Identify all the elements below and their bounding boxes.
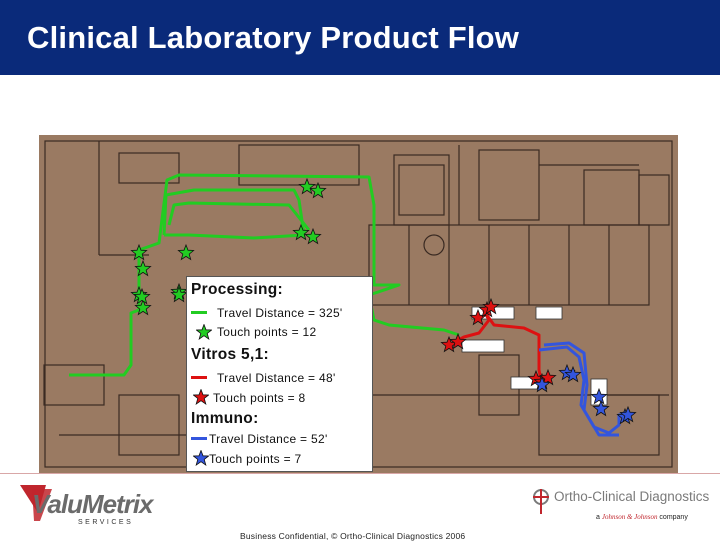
green-star-icon — [196, 324, 212, 340]
valumetrix-wordmark: ValuMetrix — [32, 489, 153, 520]
title-bar: Clinical Laboratory Product Flow — [0, 0, 720, 75]
legend-vitros-travel: Travel Distance = 48' — [217, 371, 336, 385]
blue-star-icon — [193, 450, 209, 466]
legend-vitros-touch: Touch points = 8 — [213, 391, 306, 405]
page-title: Clinical Laboratory Product Flow — [27, 20, 519, 56]
ortho-emblem-icon — [530, 487, 552, 515]
legend: Processing: Travel Distance = 325' Touch… — [186, 276, 373, 472]
legend-immuno-touch: Touch points = 7 — [209, 452, 302, 466]
legend-processing-title: Processing: — [191, 281, 283, 299]
legend-processing-touch: Touch points = 12 — [217, 325, 317, 339]
valumetrix-services: SERVICES — [78, 519, 133, 526]
legend-immuno-title: Immuno: — [191, 410, 259, 428]
jnj-tagline: a Johnson & Johnson company — [596, 513, 688, 521]
tagline-suffix: company — [659, 514, 687, 521]
processing-legend-line — [191, 311, 207, 314]
legend-vitros-title: Vitros 5,1: — [191, 346, 269, 364]
ortho-wordmark: Ortho-Clinical Diagnostics — [554, 489, 709, 504]
valumetrix-text: ValuMetrix — [32, 489, 153, 519]
valumetrix-logo: ValuMetrix SERVICES — [18, 483, 143, 533]
jnj-brand: Johnson & Johnson — [602, 513, 658, 521]
ortho-clinical-logo: Ortho-Clinical Diagnostics a Johnson & J… — [530, 487, 552, 520]
footer-divider — [0, 473, 720, 474]
legend-processing-travel: Travel Distance = 325' — [217, 306, 343, 320]
legend-immuno-travel: Travel Distance = 52' — [209, 432, 328, 446]
immuno-legend-line — [191, 437, 207, 440]
red-star-icon — [193, 389, 209, 405]
vitros-legend-line — [191, 376, 207, 379]
tagline-prefix: a — [596, 514, 600, 521]
